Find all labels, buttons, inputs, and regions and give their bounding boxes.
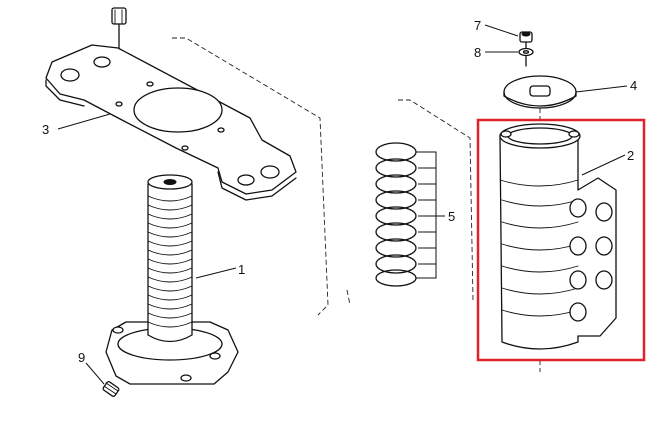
top-bolt <box>111 7 127 112</box>
highlight-box <box>476 118 646 362</box>
callout-9: 9 <box>78 350 85 365</box>
mounting-plate <box>45 44 297 201</box>
shaft-thread-rings <box>147 195 193 328</box>
washer <box>518 47 534 57</box>
coil-spring <box>375 142 437 287</box>
callout-leaders <box>57 24 628 385</box>
callout-2: 2 <box>627 148 634 163</box>
cam-plate <box>503 75 577 132</box>
callout-3: 3 <box>42 122 49 137</box>
small-bolt <box>519 31 533 67</box>
set-screw <box>102 381 120 397</box>
valve-body <box>499 123 617 350</box>
threaded-shaft <box>105 174 239 385</box>
callout-1: 1 <box>238 262 245 277</box>
callout-8: 8 <box>474 45 481 60</box>
callout-labels: 3 1 2 4 5 7 8 9 <box>42 18 637 365</box>
callout-4: 4 <box>630 78 637 93</box>
callout-5: 5 <box>448 209 455 224</box>
callout-7: 7 <box>474 18 481 33</box>
assembly-guides <box>172 37 541 372</box>
